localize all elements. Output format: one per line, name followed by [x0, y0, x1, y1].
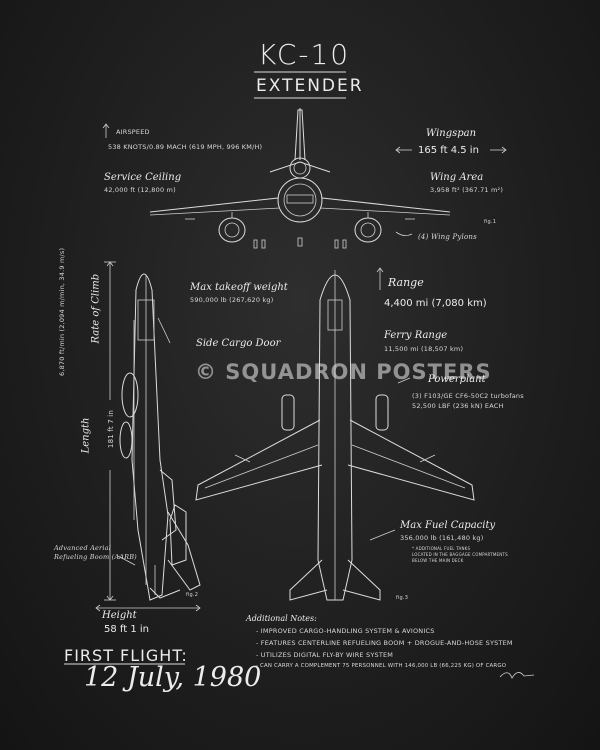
wing-area-value: 3,958 ft² (367.71 m²) — [430, 186, 504, 194]
powerplant-value-2: 52,500 LBF (236 kN) EACH — [412, 402, 504, 410]
length-value: 181 ft 7 in — [107, 409, 116, 449]
fuel-note-3: BELOW THE MAIN DECK — [412, 558, 464, 563]
front-view-drawing — [102, 108, 507, 249]
mtow-value: 590,000 lb (267,620 kg) — [190, 296, 274, 304]
airspeed-value: 538 KNOTS/0.89 MACH (619 MPH, 996 KM/H) — [108, 143, 263, 151]
boom-label-line1: Advanced Aerial — [54, 544, 111, 552]
climb-value: 6,870 ft/min (2,094 m/min, 34.9 m/s) — [58, 247, 66, 376]
fuel-note-1: * ADDITIONAL FUEL TANKS — [412, 546, 471, 551]
watermark: © SQUADRON POSTERS — [195, 360, 492, 384]
wing-area-label: Wing Area — [430, 172, 484, 183]
top-view-drawing — [195, 267, 475, 601]
powerplant-label: Powerplant — [428, 374, 486, 385]
mtow-label: Max takeoff weight — [190, 282, 288, 293]
wingspan-label: Wingspan — [426, 128, 477, 139]
range-label: Range — [388, 276, 424, 289]
height-label: Height — [102, 610, 137, 621]
ceiling-label: Service Ceiling — [104, 172, 182, 183]
note-item-2: - Features centerline refueling boom + d… — [256, 639, 513, 647]
range-value: 4,400 mi (7,080 km) — [384, 298, 487, 309]
ferry-range-label: Ferry Range — [384, 330, 448, 341]
fig3-label: fig.3 — [396, 595, 409, 601]
wingspan-value: 165 ft 4.5 in — [418, 145, 479, 156]
climb-label: Rate of Climb — [90, 273, 102, 344]
fig2-label: fig.2 — [186, 592, 199, 598]
note-item-1: - Improved cargo-handling system & avion… — [256, 627, 435, 635]
side-view-drawing — [95, 261, 201, 612]
ferry-range-value: 11,500 mi (18,507 km) — [384, 345, 464, 353]
height-value: 58 ft 1 in — [104, 624, 150, 635]
boom-label-line2: Refueling Boom (AARB) — [54, 553, 137, 561]
fuel-value: 356,000 lb (161,480 kg) — [400, 534, 484, 542]
fig1-label: fig.1 — [484, 219, 497, 225]
fuel-note-2: LOCATED IN THE BAGGAGE COMPARTMENTS — [412, 552, 508, 557]
poster-title: KC-10 — [258, 38, 351, 71]
first-flight-label: FIRST FLIGHT: — [64, 646, 188, 665]
powerplant-value-1: (3) F103/GE CF6-50C2 turbofans — [412, 392, 524, 400]
airspeed-label: AIRSPEED — [116, 128, 150, 136]
notes-heading: Additional Notes: — [246, 614, 317, 623]
fuel-label: Max Fuel Capacity — [400, 520, 496, 531]
poster-subtitle: Extender — [256, 76, 364, 96]
note-item-3: - Utilizes digital fly-by wire system — [256, 651, 394, 659]
ceiling-value: 42,000 ft (12,800 m) — [104, 186, 176, 194]
length-label: Length — [80, 417, 92, 454]
note-item-4: - Can carry a complement 75 personnel wi… — [256, 663, 507, 669]
first-flight-date: 12 July, 1980 — [84, 662, 262, 693]
wing-pylons-label: (4) Wing Pylons — [418, 233, 477, 241]
cargo-door-label: Side Cargo Door — [196, 338, 281, 349]
